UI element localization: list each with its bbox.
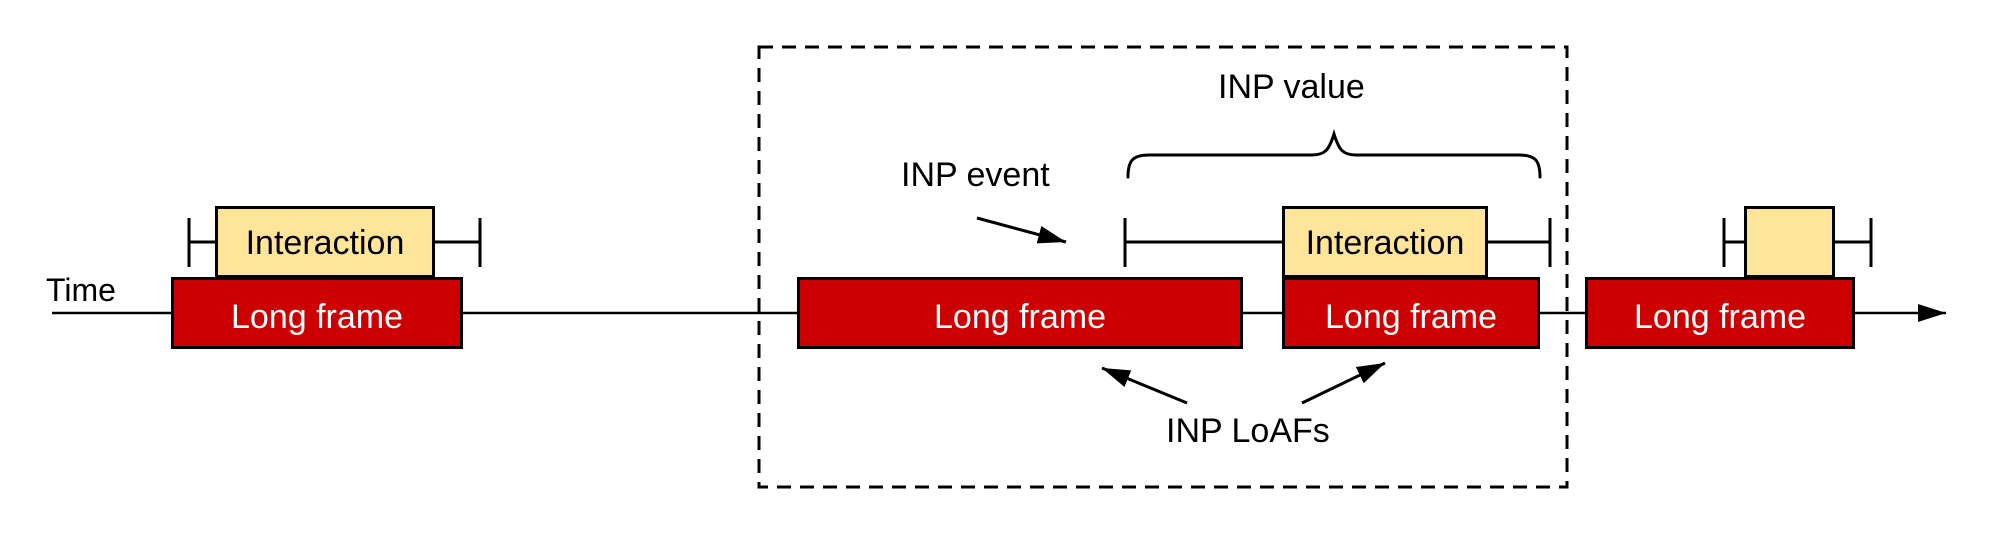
inp-region-dashed-border	[757, 45, 1569, 489]
interaction-box-1: Interaction	[215, 206, 435, 278]
long-frame-label: Long frame	[1634, 298, 1806, 336]
interaction-box-3	[1744, 206, 1835, 278]
interaction-label: Interaction	[245, 224, 405, 262]
interaction-box-2: Interaction	[1282, 206, 1488, 278]
inp-loafs-label: INP LoAFs	[1166, 412, 1330, 450]
long-frame-label: Long frame	[934, 298, 1106, 336]
long-frame-label: Long frame	[231, 298, 403, 336]
inp-value-brace	[1126, 128, 1542, 179]
interaction-label: Interaction	[1305, 224, 1465, 262]
time-axis-label: Time	[46, 272, 116, 308]
long-frame-label: Long frame	[1325, 298, 1497, 336]
inp-event-label: INP event	[901, 156, 1050, 194]
long-frame-box-3: Long frame	[1282, 277, 1540, 349]
long-frame-box-4: Long frame	[1585, 277, 1855, 349]
inp-loafs-arrow-left	[1101, 366, 1188, 405]
long-frame-box-2: Long frame	[797, 277, 1243, 349]
long-frame-box-1: Long frame	[171, 277, 463, 349]
inp-value-label: INP value	[1218, 68, 1365, 106]
inp-loafs-arrow-right	[1301, 361, 1386, 405]
inp-event-arrow	[976, 216, 1067, 244]
